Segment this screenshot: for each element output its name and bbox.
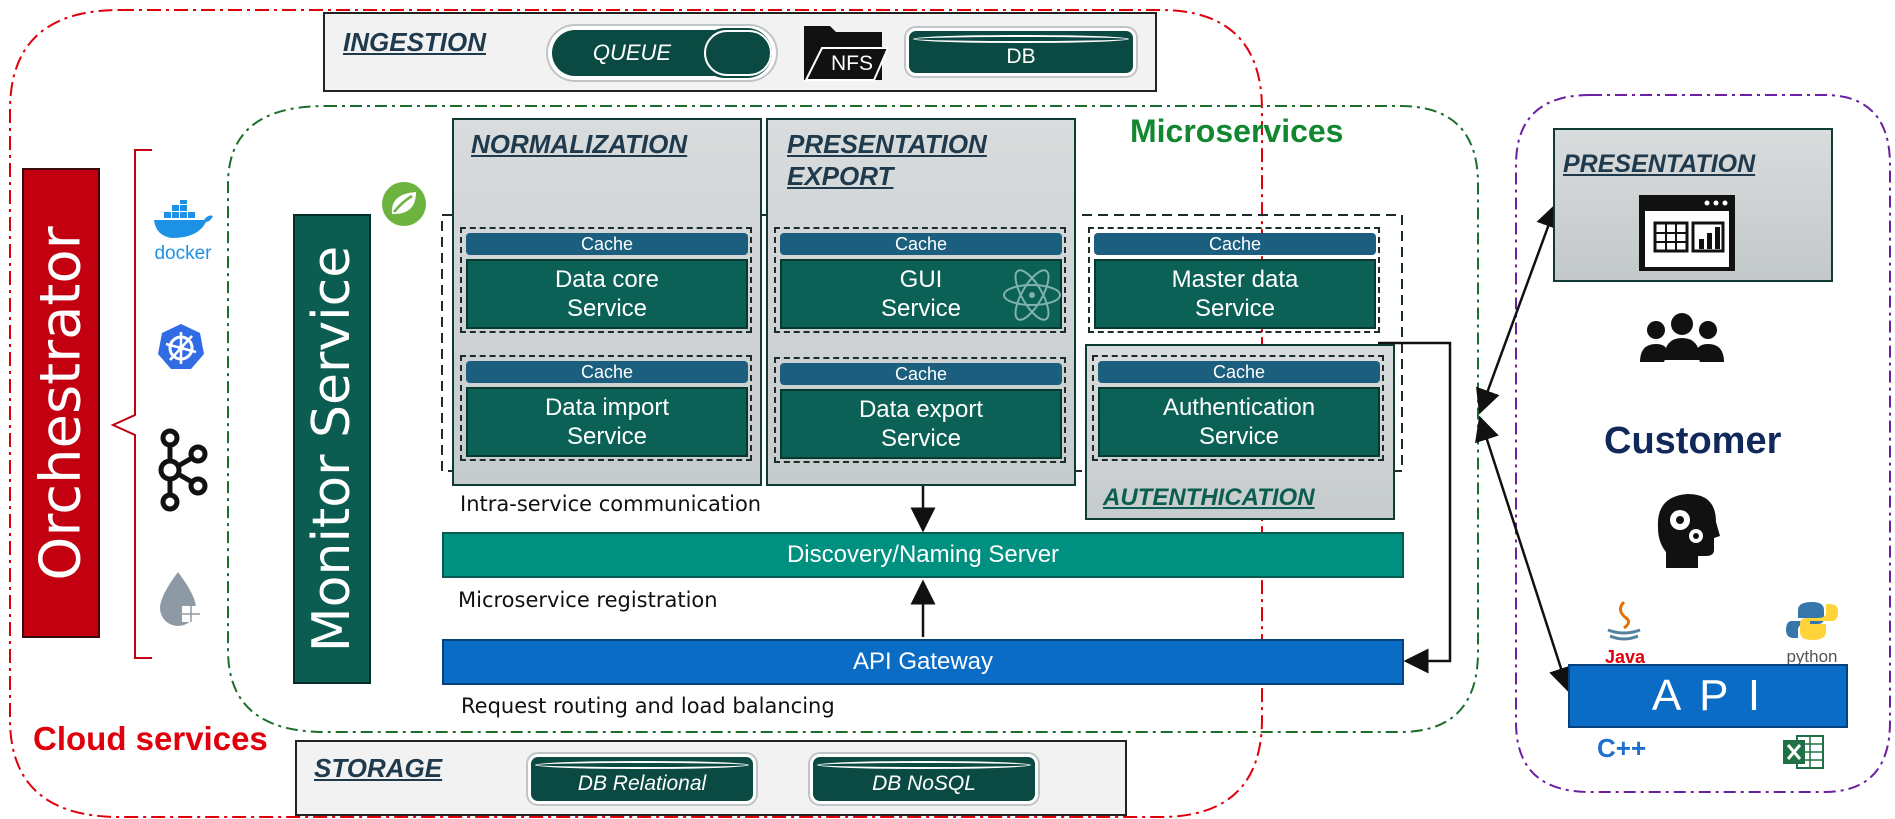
monitor-service-label: Monitor Service (302, 245, 363, 653)
customer-label: Customer (1604, 420, 1782, 462)
ingestion-title: INGESTION (343, 27, 487, 57)
docker-label: docker (154, 243, 212, 264)
auth-service-group (1092, 355, 1384, 461)
registration-note: Microservice registration (458, 588, 718, 612)
customer-presentation-title: PRESENTATION (1563, 150, 1756, 178)
data-export-cache: Cache (780, 363, 1062, 385)
db-nosql-label: DB NoSQL (872, 772, 976, 795)
master-data-line1: Master data (1171, 266, 1299, 293)
gui-line1: GUI (899, 266, 943, 293)
spring-leaf-icon (380, 180, 428, 228)
head-gears-icon (1650, 490, 1722, 570)
discovery-naming-server[interactable]: Discovery/Naming Server (442, 532, 1404, 578)
data-core-line1: Data core (554, 266, 660, 293)
data-core-service-group (460, 227, 752, 333)
cpp-label: C++ (1597, 733, 1647, 763)
master-data-service-group (1088, 227, 1380, 333)
intra-service-note: Intra-service communication (460, 492, 762, 516)
data-export-line1: Data export (858, 396, 984, 423)
docker-icon: docker (150, 198, 216, 264)
data-core-cache: Cache (466, 233, 748, 255)
auth-cache: Cache (1098, 361, 1380, 383)
gui-service-group (774, 227, 1066, 333)
customer-boundary (1515, 94, 1891, 793)
authentication-title: AUTENTHICATION (1103, 484, 1315, 511)
auth-line1: Authentication (1162, 394, 1316, 421)
gui-service[interactable]: GUI Service (780, 259, 1062, 329)
ingestion-db-label: DB (1006, 45, 1036, 68)
nfs-label: NFS (831, 52, 873, 75)
orchestrator-panel: Orchestrator (22, 168, 100, 638)
arrow-to-api (1475, 415, 1573, 693)
microservices-title: Microservices (1130, 113, 1344, 149)
presentation-export-title-1: PRESENTATION (787, 129, 987, 159)
data-import-line2: Service (566, 423, 648, 450)
electron-atom-icon (1000, 262, 1064, 328)
db-relational-label: DB Relational (577, 772, 707, 795)
nfs-folder-icon (802, 22, 890, 84)
excel-icon (1783, 732, 1825, 772)
droplet-icon (156, 570, 202, 626)
queue-label: QUEUE (592, 40, 672, 65)
data-import-service[interactable]: Data import Service (466, 387, 748, 457)
api-box[interactable]: A P I (1568, 664, 1848, 728)
normalization-title: NORMALIZATION (471, 129, 688, 159)
queue-end-cap (704, 30, 772, 76)
monitor-service-panel: Monitor Service (293, 214, 371, 684)
data-core-service[interactable]: Data core Service (466, 259, 748, 329)
python-icon: python (1782, 600, 1842, 666)
api-label: A P I (1651, 671, 1765, 720)
api-gateway-label: API Gateway (852, 648, 994, 675)
db-nosql-cylinder: DB NoSQL (810, 754, 1038, 804)
data-export-service[interactable]: Data export Service (780, 389, 1062, 459)
python-label: python (1786, 647, 1838, 666)
master-data-cache: Cache (1094, 233, 1376, 255)
data-import-service-group (460, 355, 752, 461)
routing-note: Request routing and load balancing (461, 694, 835, 718)
tools-bracket (110, 149, 152, 659)
db-relational-cylinder: DB Relational (528, 754, 756, 804)
data-export-line2: Service (880, 425, 962, 452)
orchestrator-label: Orchestrator (28, 225, 94, 581)
data-export-service-group (774, 357, 1066, 463)
kubernetes-icon (156, 322, 206, 372)
java-label: Java (1604, 647, 1646, 667)
db-relational-top (535, 761, 749, 769)
api-gateway[interactable]: API Gateway (442, 639, 1404, 685)
data-import-cache: Cache (466, 361, 748, 383)
microservices-boundary (227, 105, 1479, 733)
gui-cache: Cache (780, 233, 1062, 255)
cloud-services-label: Cloud services (33, 720, 268, 757)
master-data-service[interactable]: Master data Service (1094, 259, 1376, 329)
java-icon: Java (1600, 600, 1650, 667)
presentation-export-title-2: EXPORT (787, 161, 894, 191)
auth-line2: Service (1198, 423, 1280, 450)
dashboard-window-icon (1637, 193, 1737, 273)
kafka-icon (152, 428, 208, 512)
data-core-line2: Service (566, 295, 648, 322)
discovery-label: Discovery/Naming Server (786, 541, 1060, 568)
users-group-icon (1640, 310, 1724, 366)
auth-service[interactable]: Authentication Service (1098, 387, 1380, 457)
ingestion-db-top (913, 35, 1129, 43)
ingestion-db-cylinder: DB (906, 28, 1136, 76)
master-data-line2: Service (1194, 295, 1276, 322)
db-nosql-top (817, 761, 1031, 769)
gui-line2: Service (880, 295, 962, 322)
arrow-auth-to-gateway (1378, 341, 1452, 674)
storage-title: STORAGE (314, 753, 443, 783)
arrow-to-presentation (1476, 202, 1560, 415)
data-import-line1: Data import (544, 394, 670, 421)
cloud-services-boundary (9, 9, 1263, 818)
